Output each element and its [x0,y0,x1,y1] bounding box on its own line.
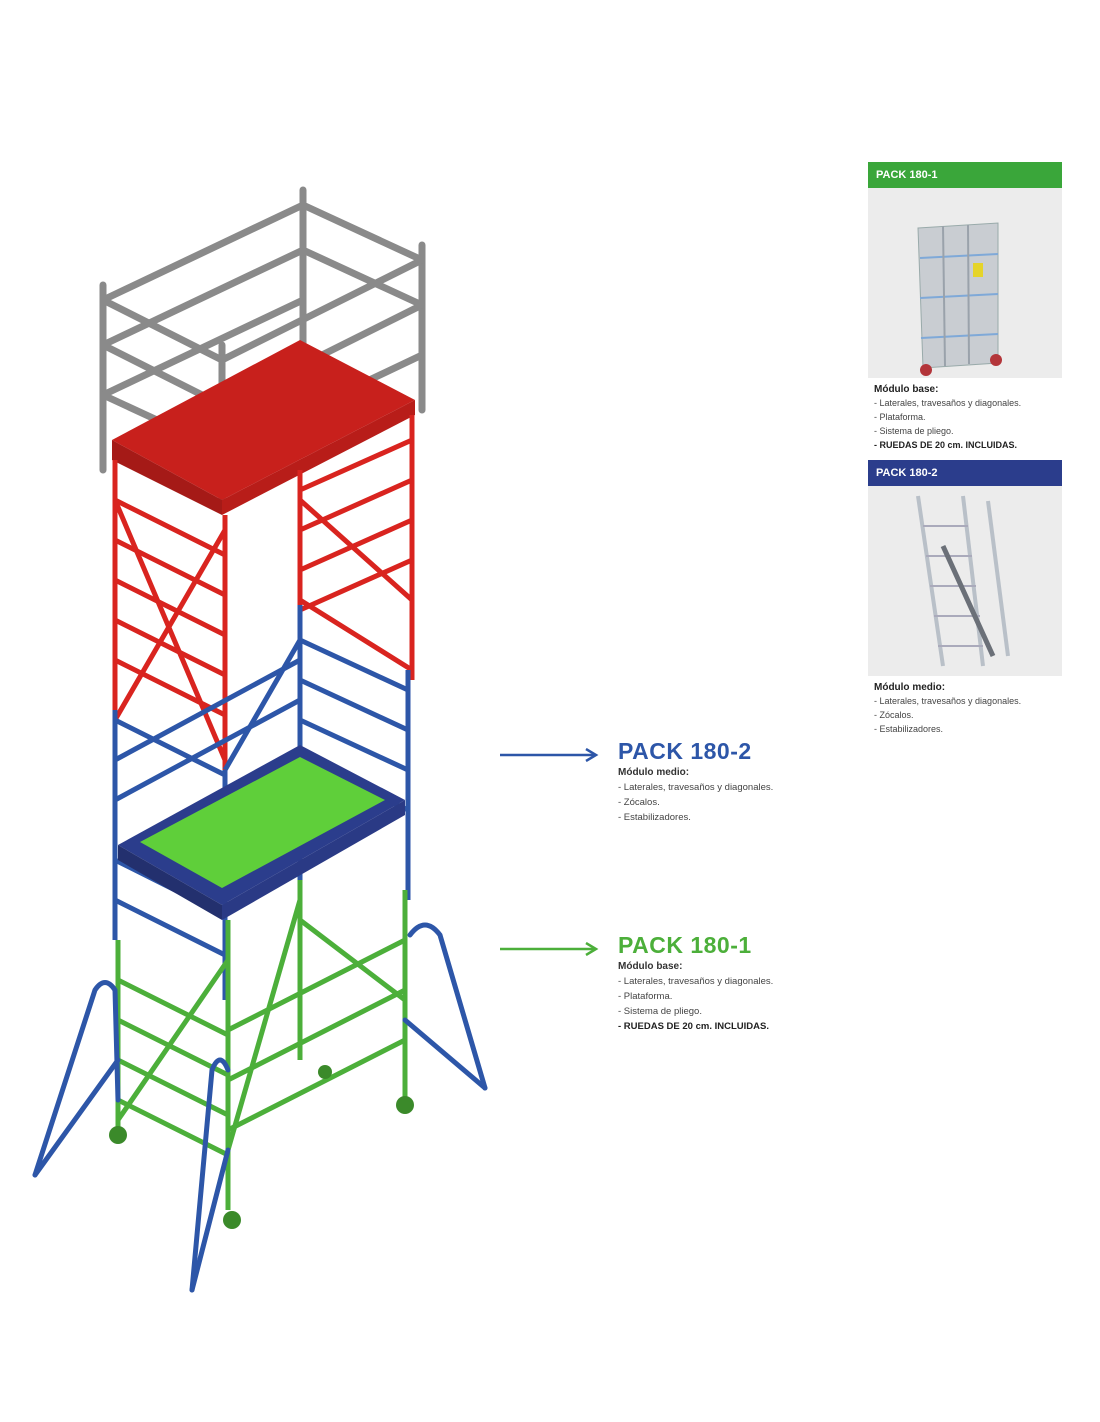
callout-title: PACK 180-1 [618,932,752,958]
stabilizers [32,922,488,1293]
card-item: - Estabilizadores. [874,724,944,734]
callout-item: - Sistema de pliego. [618,1006,702,1017]
card-pack-180-1: PACK 180-1 Módulo base: - Laterales, tra… [868,162,1062,452]
red-module [112,415,415,820]
callout-item: - Laterales, travesaños y diagonales. [618,782,774,793]
card-subtitle: Módulo base: [874,384,939,395]
stacked-frames-image [916,495,1010,667]
green-platform [118,745,405,920]
scaffold-tower-illustration [32,186,488,1293]
stacked-frames-photo [868,486,1062,676]
callout-subtitle: Módulo base: [618,961,683,972]
callout-pack-180-1: PACK 180-1 Módulo base: - Laterales, tra… [500,932,774,1034]
card-item: - Sistema de pliego. [874,426,954,436]
arrow-right-icon [500,942,599,956]
card-item: - Laterales, travesaños y diagonales. [874,696,1022,706]
folded-scaffold-photo [868,188,1062,378]
callout-item: - Estabilizadores. [618,812,691,823]
callout-item: - Laterales, travesaños y diagonales. [618,976,774,987]
card-subtitle: Módulo medio: [874,682,946,693]
card-item: - Laterales, travesaños y diagonales. [874,398,1022,408]
card-item: - RUEDAS DE 20 cm. INCLUIDAS. [874,440,1018,450]
card-header: PACK 180-2 [868,460,1062,486]
red-platform [112,340,415,515]
wheels [109,1065,414,1229]
callout-pack-180-2: PACK 180-2 Módulo medio: - Laterales, tr… [500,738,774,825]
callout-title: PACK 180-2 [618,738,752,764]
card-item: - Zócalos. [874,710,914,720]
folded-scaffold-image [917,222,1002,376]
callout-item: - Plataforma. [618,991,673,1002]
card-item: - Plataforma. [874,412,926,422]
callout-subtitle: Módulo medio: [618,767,690,778]
card-header: PACK 180-1 [868,162,1062,188]
green-module [115,880,408,1210]
arrow-right-icon [500,748,599,762]
callout-item: - Zócalos. [618,797,660,808]
card-pack-180-2: PACK 180-2 Módulo medio: - Laterales, tr… [868,460,1062,736]
callout-item: - RUEDAS DE 20 cm. INCLUIDAS. [618,1021,769,1032]
